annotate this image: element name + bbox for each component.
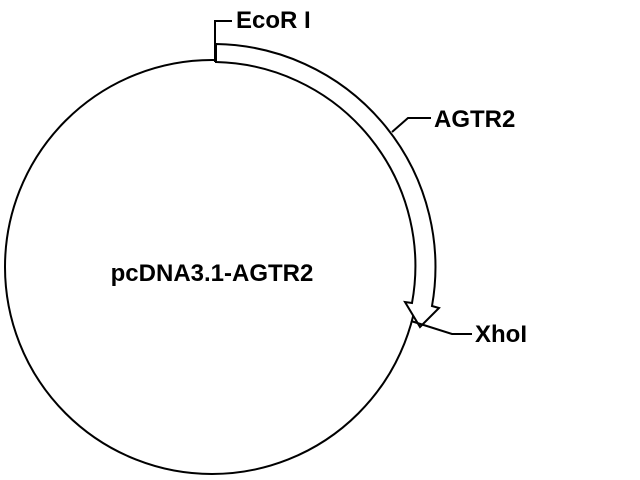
xhoi-site-marker xyxy=(410,320,472,335)
ecori-site-marker xyxy=(214,20,232,62)
plasmid-name: pcDNA3.1-AGTR2 xyxy=(111,260,314,287)
xhoi-site-label: XhoI xyxy=(475,321,527,348)
insert-label: AGTR2 xyxy=(434,106,515,133)
ecori-site-label: EcoR I xyxy=(236,7,311,34)
insert-label-leader xyxy=(391,117,431,133)
insert-arrow xyxy=(215,42,441,329)
